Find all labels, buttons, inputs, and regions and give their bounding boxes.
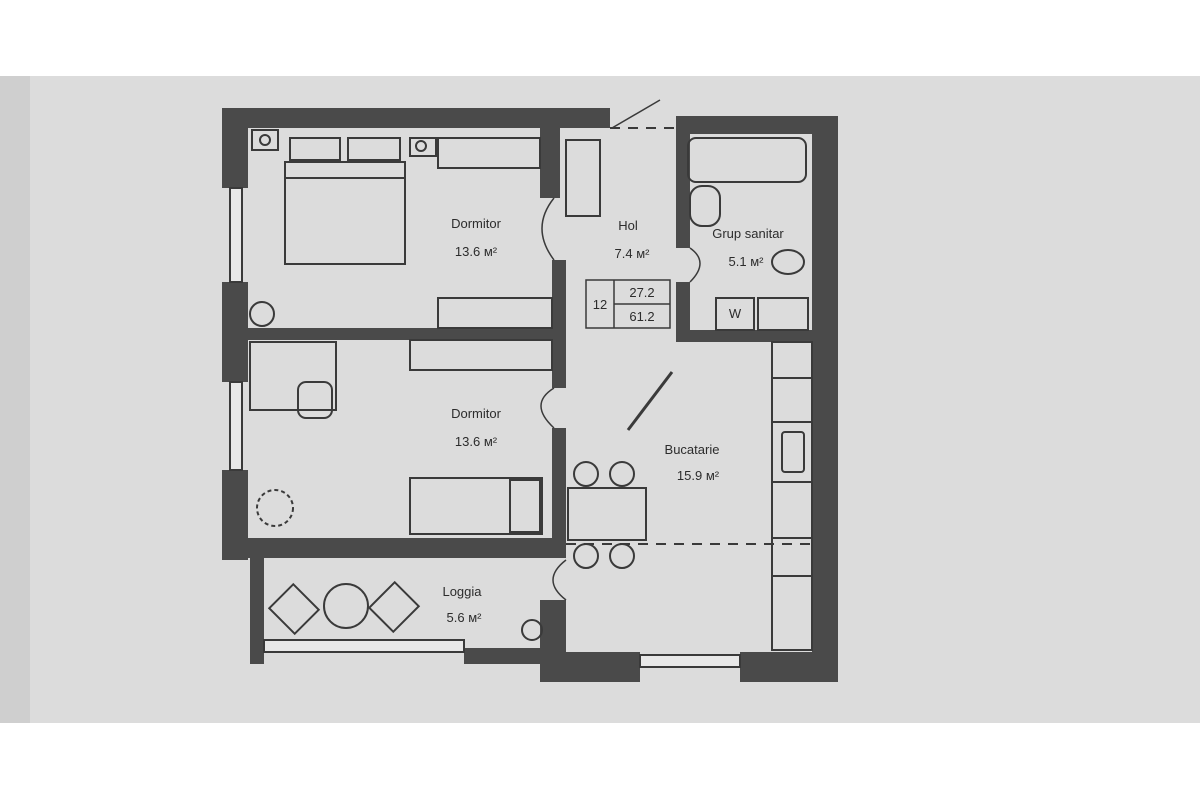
wall-bathroom-west-low [676, 282, 690, 342]
wall-bedroom2-south [222, 538, 566, 558]
room-area-loggia: 5.6 м² [447, 610, 483, 625]
wall-right [812, 116, 838, 680]
pillow-1 [289, 137, 341, 161]
room-name-hall: Hol [618, 218, 638, 233]
wall-bottom-right [740, 652, 838, 682]
cabinet-1 [771, 341, 813, 379]
apartment-living-area: 27.2 [629, 285, 654, 300]
nightstand-left [251, 129, 279, 151]
room-area-bedroom-1: 13.6 м² [455, 244, 498, 259]
furniture [249, 127, 813, 651]
door-kitchen [626, 371, 674, 431]
room-area-bathroom: 5.1 м² [729, 254, 765, 269]
wall-top-right [676, 116, 830, 134]
wall-bathroom-west [676, 116, 690, 248]
plant-bedroom2 [256, 489, 294, 527]
page-edge-shadow [0, 76, 30, 723]
door-bedroom2 [540, 387, 555, 429]
door-entrance [611, 99, 661, 129]
room-name-kitchen: Bucatarie [665, 442, 720, 457]
dining-chair-1 [573, 461, 599, 487]
room-area-hall: 7.4 м² [615, 246, 651, 261]
room-name-loggia: Loggia [442, 584, 482, 599]
desk-bedroom1 [437, 297, 553, 329]
washer-label: W [729, 306, 742, 321]
desk-bedroom2 [249, 341, 337, 411]
room-area-kitchen: 15.9 м² [677, 468, 720, 483]
wall-bedroom2-east-bottom [552, 428, 566, 558]
apartment-total-area: 61.2 [629, 309, 654, 324]
wall-bedroom2-east-top [552, 340, 566, 388]
loggia-pot [521, 619, 543, 641]
doors [540, 99, 701, 601]
wall-bedroom1-east-top [540, 128, 560, 198]
bed-bedroom1 [284, 161, 406, 265]
kitchen-sink [781, 431, 805, 473]
room-name-bedroom-1: Dormitor [451, 216, 502, 231]
bed-bedroom2 [409, 477, 543, 535]
window-loggia [263, 639, 465, 653]
apartment-info-box: 12 27.2 61.2 [585, 279, 671, 329]
walls [222, 108, 838, 682]
window-kitchen [639, 654, 741, 668]
cabinet-3 [771, 481, 813, 539]
room-labels: Dormitor 13.6 м² Hol 7.4 м² Grup sanitar… [442, 216, 784, 625]
loggia-table [323, 583, 369, 629]
door-loggia [552, 559, 567, 601]
room-area-bedroom-2: 13.6 м² [455, 434, 498, 449]
apartment-number: 12 [593, 297, 607, 312]
door-bathroom [689, 247, 701, 283]
nightstand-right [409, 137, 437, 157]
wardrobe-bedroom2 [409, 339, 553, 371]
dining-chair-3 [573, 543, 599, 569]
windows [229, 187, 741, 668]
bathtub [687, 137, 807, 183]
wall-left-2 [222, 282, 248, 382]
wardrobe-bedroom1 [437, 137, 541, 169]
hall-closet [565, 139, 601, 217]
dining-chair-4 [609, 543, 635, 569]
wall-left-1 [222, 108, 248, 188]
chair-bedroom1 [249, 301, 275, 327]
toilet [771, 249, 805, 275]
room-name-bedroom-2: Dormitor [451, 406, 502, 421]
wall-bathroom-south [676, 330, 816, 342]
room-name-bathroom: Grup sanitar [712, 226, 784, 241]
stove-bathroom-side [757, 297, 809, 331]
cabinet-4 [771, 575, 813, 651]
window-bedroom1 [229, 187, 243, 283]
wall-loggia-left [250, 558, 264, 664]
loggia-chair-2 [367, 580, 421, 634]
wall-between-bedrooms [248, 328, 554, 340]
wall-loggia-bottom [464, 648, 544, 664]
dining-chair-2 [609, 461, 635, 487]
door-bedroom1 [541, 197, 555, 261]
wall-bottom-left [540, 652, 640, 682]
window-bedroom2 [229, 381, 243, 471]
washer-box [715, 297, 755, 331]
loggia-chair-1 [267, 582, 321, 636]
sink [689, 185, 721, 227]
pillow-2 [347, 137, 401, 161]
chair-bedroom2 [297, 381, 333, 419]
cabinet-2 [771, 377, 813, 423]
dining-table [567, 487, 647, 541]
wall-bedroom1-east-bottom [552, 260, 566, 340]
wall-top-left [222, 108, 610, 128]
